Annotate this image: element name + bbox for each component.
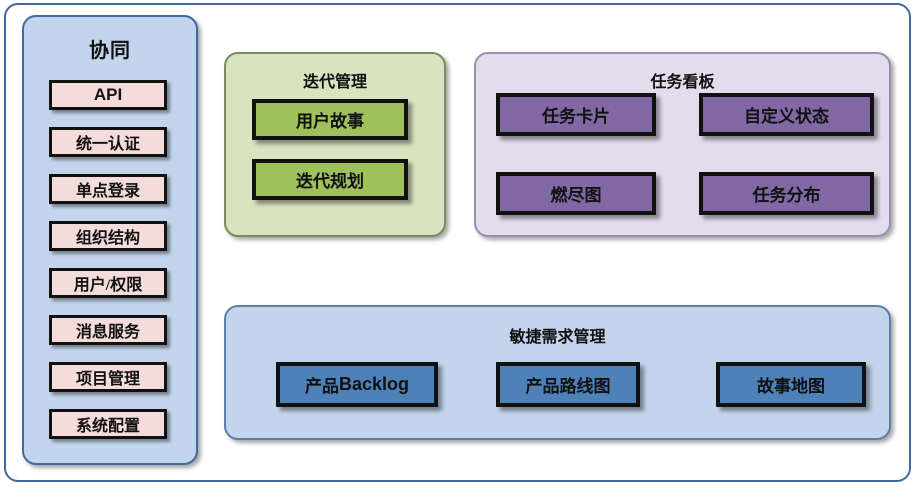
agile-item-story-map[interactable]: 故事地图 [716, 362, 866, 407]
agile-item-product-roadmap[interactable]: 产品路线图 [496, 362, 640, 407]
iteration-management-panel: 迭代管理 用户故事 迭代规划 [224, 52, 446, 237]
sidebar-item-unified-auth[interactable]: 统一认证 [49, 127, 167, 157]
sidebar-item-user-permissions[interactable]: 用户/权限 [49, 268, 167, 298]
diagram-outer-frame: 协同 API 统一认证 单点登录 组织结构 用户/权限 消息服务 项目管理 系统… [4, 3, 911, 482]
task-board-panel: 任务看板 任务卡片 自定义状态 燃尽图 任务分布 [474, 52, 891, 237]
task-board-item-task-card[interactable]: 任务卡片 [496, 93, 656, 136]
task-board-item-task-distribution[interactable]: 任务分布 [699, 172, 874, 215]
iteration-management-panel-title: 迭代管理 [302, 74, 367, 91]
collaboration-panel-title: 协同 [89, 40, 131, 62]
agile-item-product-backlog-cjk: 产品 [304, 377, 339, 396]
sidebar-item-message-service[interactable]: 消息服务 [49, 315, 167, 345]
task-board-item-burndown-chart[interactable]: 燃尽图 [496, 172, 656, 215]
agile-requirements-panel-title: 敏捷需求管理 [509, 329, 606, 346]
task-board-item-custom-status[interactable]: 自定义状态 [699, 93, 874, 136]
sidebar-item-project-management[interactable]: 项目管理 [49, 362, 167, 392]
sidebar-item-org-structure[interactable]: 组织结构 [49, 221, 167, 251]
sidebar-item-system-config[interactable]: 系统配置 [49, 409, 167, 439]
sidebar-item-single-sign-on[interactable]: 单点登录 [49, 174, 167, 204]
iteration-item-user-story[interactable]: 用户故事 [252, 99, 408, 140]
iteration-item-iteration-planning[interactable]: 迭代规划 [252, 159, 408, 200]
collaboration-panel: 协同 API 统一认证 单点登录 组织结构 用户/权限 消息服务 项目管理 系统… [22, 15, 198, 465]
sidebar-item-api[interactable]: API [49, 80, 167, 110]
agile-item-product-backlog-latin: Backlog [338, 374, 410, 394]
task-board-panel-title: 任务看板 [650, 74, 715, 91]
